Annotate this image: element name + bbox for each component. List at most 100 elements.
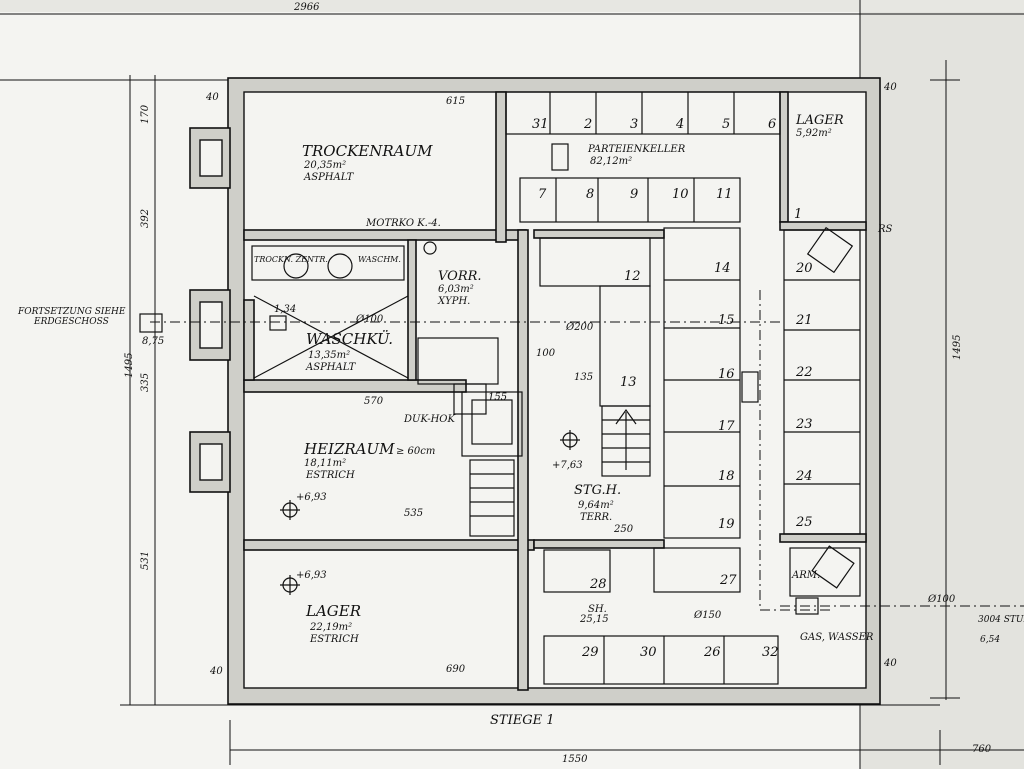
cell-mid-7: 18 [718, 469, 735, 484]
dim-heiz-inner: 535 [404, 508, 423, 519]
label-rs: RS [877, 224, 893, 235]
label-level3: +7,63 [552, 460, 583, 471]
dim-right-corner-top: 40 [883, 82, 897, 93]
room-labels: TROCKENRAUM 20,35m² ASPHALT PARTEIENKELL… [302, 113, 874, 645]
cell-right-3: 21 [795, 313, 813, 328]
cell-second-4: 10 [672, 187, 689, 202]
cell-top-4: 4 [675, 117, 684, 132]
cell-right-7: 25 [795, 515, 813, 530]
cell-mid-4: 15 [718, 313, 735, 328]
room-trockenraum-area: 20,35m² [303, 160, 346, 171]
label-135: 135 [574, 372, 593, 383]
cell-right-2: 20 [795, 261, 813, 276]
label-stiege: STIEGE 1 [490, 713, 554, 728]
cell-top-3: 3 [630, 117, 638, 132]
room-sh-name: SH. [588, 604, 607, 615]
room-lager-top-area: 5,92m² [796, 128, 832, 139]
cell-bottom-3: 30 [640, 645, 657, 660]
storage-cells-mid [539, 227, 861, 539]
cell-mid-8: 19 [718, 517, 735, 532]
dim-top: 2966 [293, 2, 320, 13]
room-waschk-area: 13,35m² [308, 350, 350, 361]
label-155: 155 [488, 392, 507, 403]
room-gas-name: GAS, WASSER [800, 632, 874, 643]
dim-left-corner-top: 40 [205, 92, 219, 103]
label-erdgeschoss: ERDGESCHOSS [33, 317, 109, 327]
room-lager-bottom-name: LAGER [305, 602, 361, 620]
label-100a: 100 [536, 348, 556, 359]
cell-mid-6: 17 [718, 419, 735, 434]
label-level1: +6,93 [296, 492, 327, 503]
storage-cells-bottom [543, 547, 861, 685]
cell-second-2: 8 [586, 187, 594, 202]
room-vorr-floor: XYPH. [437, 296, 470, 307]
room-partei-area: 82,12m² [590, 156, 632, 167]
room-stg-name: STG.H. [574, 483, 621, 498]
dim-lager-inner: 690 [446, 664, 466, 675]
cell-top-5: 5 [722, 117, 730, 132]
label-pipe1: Ø100 [927, 594, 956, 605]
label-250: 250 [613, 524, 634, 535]
room-lager-bottom-area: 22,19m² [309, 622, 352, 633]
room-heizraum-area: 18,11m² [304, 458, 346, 469]
cell-mid-2: 13 [620, 375, 637, 390]
cell-right-6: 24 [795, 469, 813, 484]
label-875: 8,75 [142, 336, 164, 347]
cell-bottom-5: 32 [762, 645, 779, 660]
dim-left-upper: 392 [140, 209, 151, 228]
cell-bottom-2: 29 [581, 645, 599, 660]
cell-mid-5: 16 [718, 367, 735, 382]
cell-bottom-1: 28 [589, 577, 607, 592]
cell-second-5: 11 [716, 187, 733, 202]
dim-bottom-right: 760 [972, 744, 992, 755]
cell-numbers: 31 2 3 4 5 6 7 8 9 10 11 1 20 21 22 23 2… [532, 117, 813, 660]
shafts-left [139, 127, 231, 493]
dim-left-lower: 531 [140, 551, 151, 570]
room-partei-name: PARTEIENKELLER [587, 144, 686, 155]
cell-mid-3: 14 [714, 261, 731, 276]
cell-bottom-4: 26 [703, 645, 721, 660]
cell-top-6: 6 [768, 117, 776, 132]
dim-left-total: 1495 [124, 353, 135, 378]
misc-labels: STIEGE 1 FORTSETZUNG SIEHE ERDGESCHOSS M… [17, 218, 1024, 728]
room-trockenraum-name: TROCKENRAUM [302, 142, 433, 160]
room-waschk-name: WASCHKÜ. [306, 330, 393, 348]
interior-walls [243, 91, 867, 691]
room-heizraum-floor: ESTRICH [305, 470, 355, 481]
room-heizraum-name: HEIZRAUM [303, 440, 395, 458]
cell-top-2: 2 [583, 117, 592, 132]
dimension-texts: 2966 1550 760 1495 392 335 531 170 1495 … [124, 2, 992, 765]
label-fortsetzung: FORTSETZUNG SIEHE [17, 307, 126, 317]
room-gas-extra: ARM. [791, 570, 820, 581]
label-pipe3: Ø150 [693, 610, 722, 621]
room-stg-floor: TERR. [580, 512, 612, 523]
cell-bottom-6: 27 [719, 573, 737, 588]
label-level2: +6,93 [296, 570, 327, 581]
room-trockenraum-floor: ASPHALT [303, 172, 355, 183]
floor-drains [280, 430, 580, 595]
label-stufe-val: 6,54 [980, 635, 1000, 645]
label-waschm: WASCHM. [358, 255, 401, 264]
dim-left-middle: 335 [140, 373, 151, 392]
label-pipe4: Ø100 [355, 314, 384, 325]
cell-right-1: 1 [794, 207, 802, 222]
dim-left-corner-bottom: 40 [209, 666, 223, 677]
room-waschk-floor: ASPHALT [305, 362, 357, 373]
room-lager-top-name: LAGER [795, 113, 844, 128]
cell-mid-1: 12 [624, 269, 641, 284]
room-stg-area: 9,64m² [578, 500, 614, 511]
cell-second-3: 9 [630, 187, 638, 202]
dim-left-top: 170 [140, 104, 151, 124]
room-heizraum-note: ≥ 60cm [396, 446, 435, 457]
cell-second-1: 7 [538, 187, 547, 202]
cell-top-1: 31 [532, 117, 549, 132]
room-vorr-area: 6,03m² [438, 284, 474, 295]
dim-right-total: 1495 [952, 335, 963, 360]
dim-mid-inner: 570 [364, 396, 384, 407]
label-trockn: TROCKN. ZENTR. [254, 255, 328, 264]
cell-right-5: 23 [795, 417, 813, 432]
label-dukhok: DUK-HOK [403, 414, 455, 425]
dim-right-corner-bottom: 40 [883, 658, 897, 669]
meter-boxes [551, 143, 855, 615]
